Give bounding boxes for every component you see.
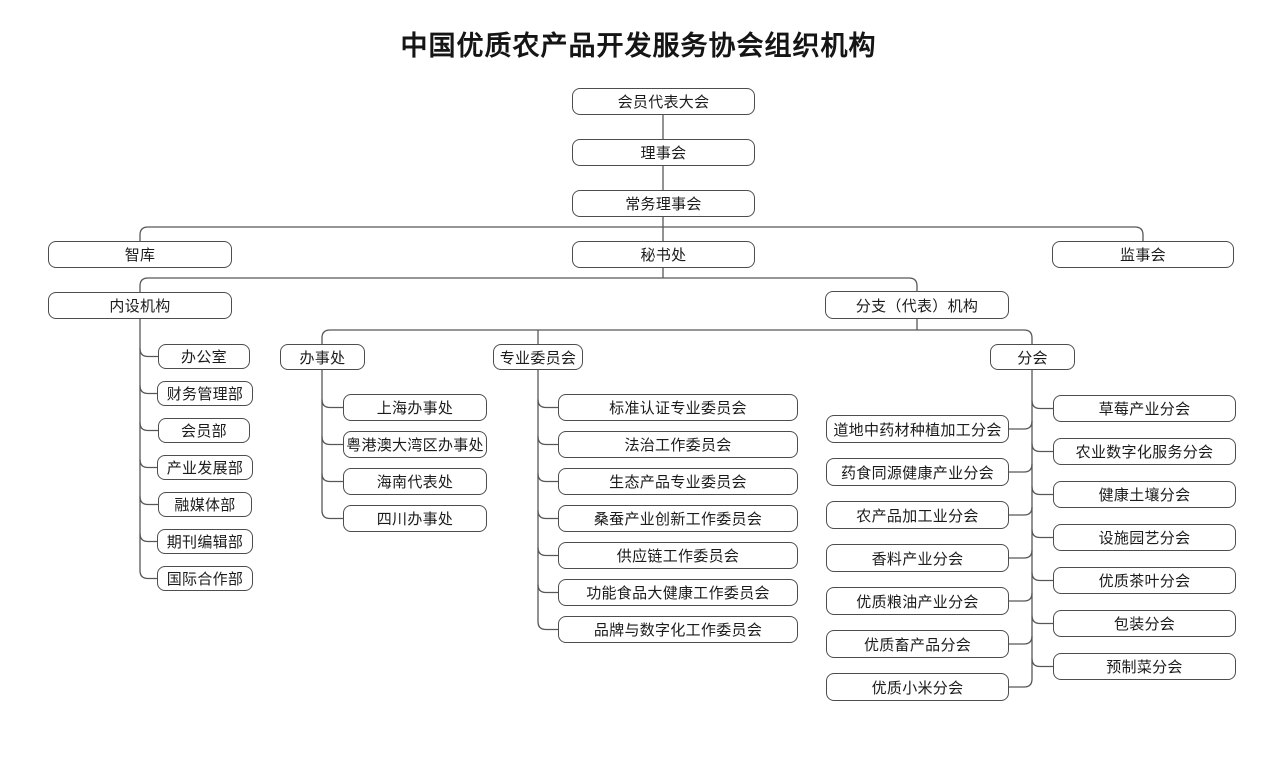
node-internal-body: 内设机构	[48, 292, 232, 319]
subassociation-left-node: 道地中药材种植加工分会	[826, 415, 1009, 443]
node-committees-header: 专业委员会	[493, 344, 583, 370]
node-offices-header: 办事处	[280, 344, 365, 370]
internal-dept-node: 期刊编辑部	[157, 529, 253, 554]
office-node: 粤港澳大湾区办事处	[343, 431, 487, 458]
office-node: 四川办事处	[343, 505, 487, 532]
internal-dept-node: 会员部	[158, 418, 250, 443]
subassociation-left-node: 农产品加工业分会	[826, 501, 1009, 529]
subassociation-left-node: 优质粮油产业分会	[826, 587, 1009, 615]
committee-node: 标准认证专业委员会	[558, 394, 798, 421]
node-supervisory-board: 监事会	[1052, 241, 1234, 268]
committee-node: 生态产品专业委员会	[558, 468, 798, 495]
node-subassociations-header: 分会	[990, 344, 1075, 370]
subassociation-right-node: 优质茶叶分会	[1053, 567, 1236, 594]
node-council: 理事会	[572, 139, 755, 166]
internal-dept-node: 财务管理部	[157, 381, 253, 406]
node-think-tank: 智库	[48, 241, 232, 268]
page-title: 中国优质农产品开发服务协会组织机构	[400, 31, 877, 62]
node-branch-body: 分支（代表）机构	[825, 291, 1009, 319]
subassociation-right-node: 设施园艺分会	[1053, 524, 1236, 551]
subassociation-left-node: 优质畜产品分会	[826, 630, 1009, 658]
subassociation-left-node: 药食同源健康产业分会	[826, 458, 1009, 486]
subassociation-right-node: 草莓产业分会	[1053, 395, 1236, 422]
internal-dept-node: 产业发展部	[157, 455, 253, 480]
office-node: 海南代表处	[343, 468, 487, 495]
committee-node: 法治工作委员会	[558, 431, 798, 458]
internal-dept-node: 办公室	[158, 344, 250, 369]
subassociation-right-node: 包装分会	[1053, 610, 1236, 637]
subassociation-right-node: 预制菜分会	[1053, 653, 1236, 680]
subassociation-left-node: 香料产业分会	[826, 544, 1009, 572]
node-secretariat: 秘书处	[572, 241, 755, 268]
committee-node: 功能食品大健康工作委员会	[558, 579, 798, 606]
committee-node: 品牌与数字化工作委员会	[558, 616, 798, 643]
subassociation-left-node: 优质小米分会	[826, 673, 1009, 701]
internal-dept-node: 国际合作部	[157, 566, 253, 591]
office-node: 上海办事处	[343, 394, 487, 421]
internal-dept-node: 融媒体部	[158, 492, 252, 517]
committee-node: 供应链工作委员会	[558, 542, 798, 569]
node-member-assembly: 会员代表大会	[572, 88, 755, 115]
subassociation-right-node: 健康土壤分会	[1053, 481, 1236, 508]
node-standing-council: 常务理事会	[572, 190, 755, 217]
subassociation-right-node: 农业数字化服务分会	[1053, 438, 1236, 465]
committee-node: 桑蚕产业创新工作委员会	[558, 505, 798, 532]
